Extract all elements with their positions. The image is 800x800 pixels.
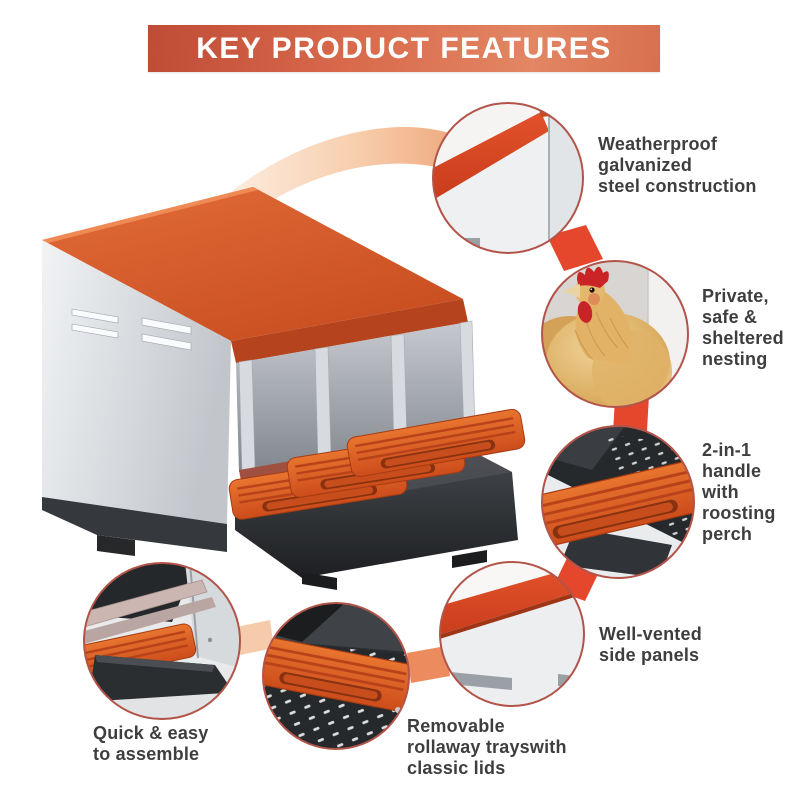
trays-photo <box>263 603 409 749</box>
nesting-photo <box>542 261 688 407</box>
callout-weatherproof-circle <box>432 102 584 254</box>
feature-label-weatherproof: Weatherproof galvanized steel constructi… <box>598 134 757 196</box>
product-roof <box>42 187 468 363</box>
callout-vents-circle <box>439 561 585 707</box>
callout-handle-circle <box>541 425 695 579</box>
banner: KEY PRODUCT FEATURES <box>148 25 660 72</box>
callout-nesting-circle <box>541 260 689 408</box>
callout-trays-circle <box>262 602 410 750</box>
product-vent-slots <box>71 308 192 351</box>
feature-label-nesting: Private, safe & sheltered nesting <box>702 286 784 369</box>
feature-label-handle: 2-in-1 handle with roosting perch <box>702 440 776 544</box>
ribbon-assembly-to-trays <box>236 620 274 655</box>
feature-label-assemble: Quick & easy to assemble <box>93 723 209 764</box>
vents-photo <box>440 562 584 706</box>
assembly-photo <box>84 563 240 719</box>
banner-title: KEY PRODUCT FEATURES <box>196 32 612 65</box>
ribbon-steel-to-chicken <box>547 225 603 271</box>
callout-assembly-circle <box>83 562 241 720</box>
product-base <box>42 497 227 556</box>
handle-photo <box>542 426 694 578</box>
feature-label-trays: Removable rollaway trayswith classic lid… <box>407 716 567 778</box>
product-side-panel <box>42 240 231 524</box>
ribbon-vents-to-trays <box>407 646 450 683</box>
connector-swoosh <box>214 127 459 233</box>
feature-label-vents: Well-vented side panels <box>599 624 702 665</box>
product-image <box>42 187 528 590</box>
